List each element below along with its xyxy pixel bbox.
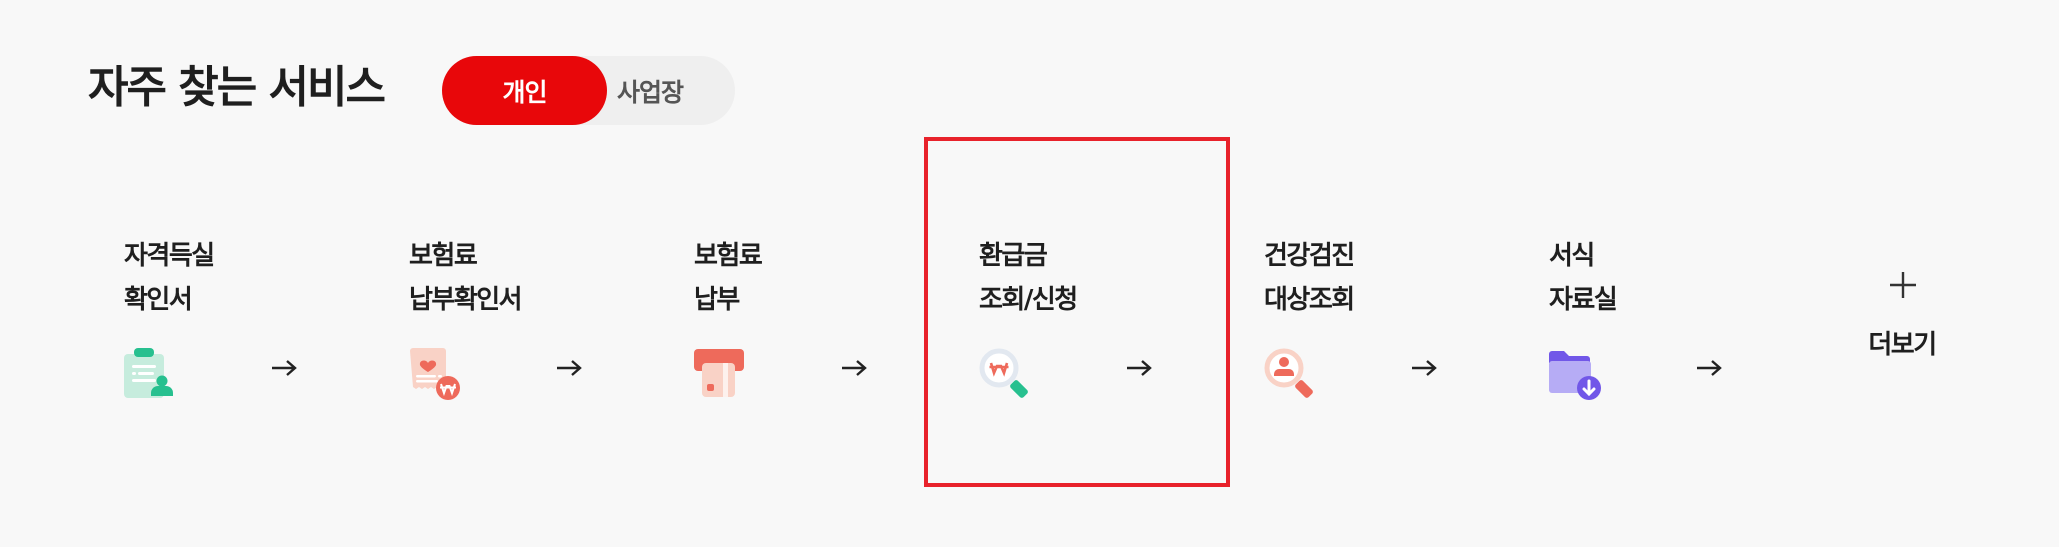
service-item-forms-library[interactable]: 서식 자료실 bbox=[1549, 230, 1799, 430]
service-label: 보험료 납부확인서 bbox=[409, 234, 523, 322]
service-label: 보험료 납부 bbox=[694, 234, 763, 322]
service-label-line1: 보험료 bbox=[409, 241, 478, 271]
clipboard-person-icon bbox=[124, 348, 173, 398]
service-label-line1: 서식 bbox=[1549, 241, 1595, 271]
toggle-personal-label: 개인 bbox=[502, 77, 547, 107]
toggle-business-label: 사업장 bbox=[617, 77, 684, 107]
section-title: 자주 찾는 서비스 bbox=[88, 62, 386, 113]
arrow-right-icon bbox=[272, 360, 297, 376]
more-label: 더보기 bbox=[1868, 330, 1937, 360]
arrow-right-icon bbox=[1127, 360, 1152, 376]
plus-icon bbox=[1890, 272, 1916, 298]
service-item-health-checkup-inquiry[interactable]: 건강검진 대상조회 bbox=[1264, 230, 1514, 430]
service-label-line1: 보험료 bbox=[694, 241, 763, 271]
arrow-right-icon bbox=[1697, 360, 1722, 376]
receipt-won-icon bbox=[410, 348, 460, 400]
service-label: 건강검진 대상조회 bbox=[1264, 234, 1355, 322]
service-label-line2: 조회/신청 bbox=[979, 285, 1078, 315]
service-label: 환급금 조회/신청 bbox=[979, 234, 1078, 322]
arrow-right-icon bbox=[842, 360, 867, 376]
service-item-premium-payment[interactable]: 보험료 납부 bbox=[694, 230, 944, 430]
service-label-line2: 확인서 bbox=[124, 285, 193, 315]
arrow-right-icon bbox=[1412, 360, 1437, 376]
more-services-button[interactable]: 더보기 bbox=[1860, 262, 1940, 362]
service-item-premium-payment-certificate[interactable]: 보험료 납부확인서 bbox=[409, 230, 659, 430]
service-label-line1: 환급금 bbox=[979, 241, 1048, 271]
service-item-qualification-certificate[interactable]: 자격득실 확인서 bbox=[124, 230, 374, 430]
folder-download-icon bbox=[1549, 351, 1601, 400]
service-label: 서식 자료실 bbox=[1549, 234, 1618, 322]
arrow-right-icon bbox=[557, 360, 582, 376]
search-won-icon bbox=[979, 348, 1028, 398]
toggle-personal-button[interactable]: 개인 bbox=[442, 56, 607, 125]
search-person-icon bbox=[1264, 348, 1313, 398]
service-label-line1: 건강검진 bbox=[1264, 241, 1355, 271]
toggle-business-button[interactable]: 사업장 bbox=[607, 56, 735, 125]
user-type-toggle: 사업장 개인 bbox=[442, 56, 735, 125]
service-item-refund-inquiry[interactable]: 환급금 조회/신청 bbox=[979, 230, 1229, 430]
service-label: 자격득실 확인서 bbox=[124, 234, 215, 322]
service-label-line2: 납부확인서 bbox=[409, 285, 523, 315]
service-label-line2: 납부 bbox=[694, 285, 740, 315]
service-label-line1: 자격득실 bbox=[124, 241, 215, 271]
service-label-line2: 자료실 bbox=[1549, 285, 1618, 315]
service-label-line2: 대상조회 bbox=[1264, 285, 1355, 315]
card-payment-icon bbox=[694, 349, 744, 397]
